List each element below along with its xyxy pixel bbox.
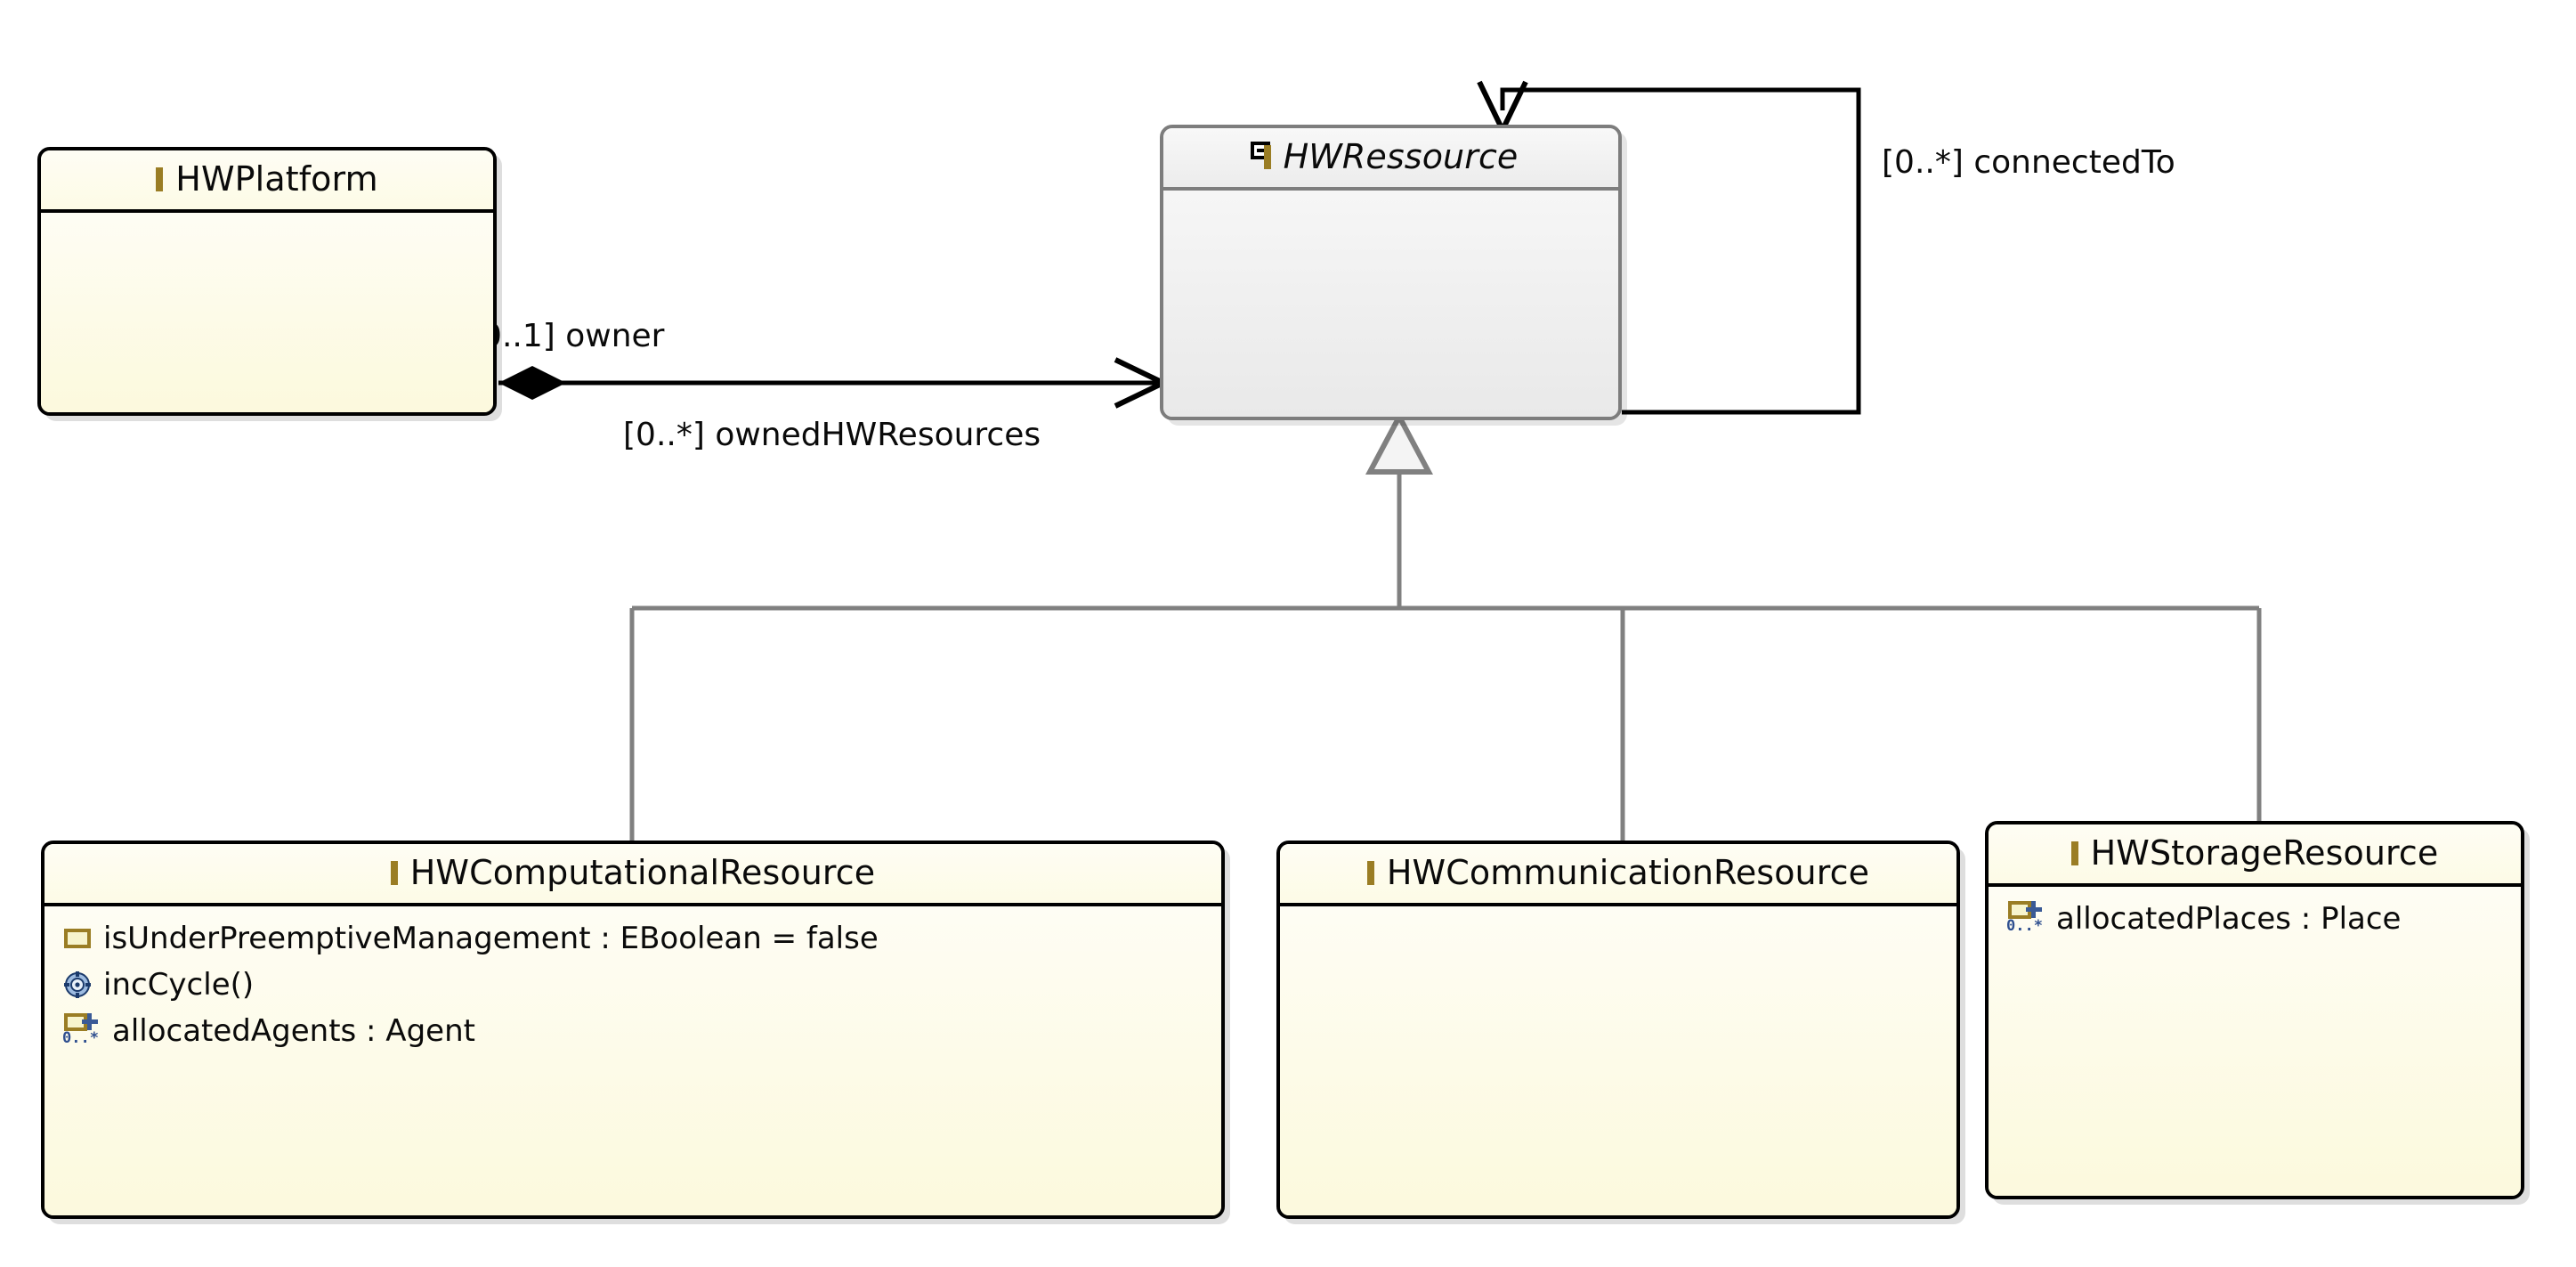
feature-row-reference[interactable]: 0..* allocatedPlaces : Place (1989, 896, 2521, 942)
reference-icon: 0..* (2006, 899, 2044, 938)
feature-row-reference[interactable]: 0..* allocatedAgents : Agent (45, 1008, 1221, 1054)
feature-label-inccycle: incCycle() (103, 967, 255, 1003)
class-title-hwcommunicationresource: HWCommunicationResource (1386, 853, 1870, 892)
attribute-icon (64, 929, 91, 948)
class-title-hwstorageresource: HWStorageResource (2090, 833, 2439, 873)
feature-row-operation[interactable]: incCycle() (45, 962, 1221, 1008)
class-body-hwplatform (41, 213, 493, 412)
edge-label-owner: [0..1] owner (469, 318, 665, 354)
feature-label-allocatedplaces: allocatedPlaces : Place (2056, 901, 2402, 937)
class-body-hwcomputationalresource: isUnderPreemptiveManagement : EBoolean =… (45, 906, 1221, 1215)
class-body-hwcommunicationresource (1280, 906, 1956, 1215)
class-node-hwressource[interactable]: HWRessource (1160, 125, 1622, 420)
class-node-hwcomputationalresource[interactable]: HWComputationalResource isUnderPreemptiv… (41, 841, 1225, 1219)
class-header-hwressource: HWRessource (1163, 128, 1618, 191)
class-header-hwplatform: HWPlatform (41, 150, 493, 213)
class-header-hwcomputationalresource: HWComputationalResource (45, 844, 1221, 906)
composition-edge-owner (498, 357, 1170, 409)
reference-multiplicity: 0..* (2006, 917, 2043, 935)
eclass-icon (2070, 841, 2078, 865)
eclass-icon (156, 166, 164, 191)
class-title-hwressource: HWRessource (1283, 137, 1519, 176)
class-body-hwstorageresource: 0..* allocatedPlaces : Place (1989, 887, 2521, 1196)
class-title-hwplatform: HWPlatform (175, 159, 378, 199)
class-title-hwcomputationalresource: HWComputationalResource (409, 853, 876, 892)
eclass-icon (1366, 860, 1374, 885)
class-header-hwstorageresource: HWStorageResource (1989, 824, 2521, 887)
reference-multiplicity: 0..* (62, 1029, 99, 1047)
class-body-hwressource (1163, 191, 1618, 417)
eclass-abstract-icon (1250, 141, 1271, 169)
feature-label-allocatedagents: allocatedAgents : Agent (112, 1013, 475, 1049)
edge-label-owned-hw-resources: [0..*] ownedHWResources (623, 417, 1041, 453)
feature-label-isunderpreemptivemanagement: isUnderPreemptiveManagement : EBoolean =… (103, 921, 879, 956)
generalization-tree (629, 410, 2262, 841)
class-node-hwstorageresource[interactable]: HWStorageResource 0..* allocatedPlaces :… (1985, 821, 2524, 1199)
operation-icon (64, 971, 91, 998)
edge-label-connected-to: [0..*] connectedTo (1882, 144, 2175, 181)
eclass-icon (390, 860, 398, 885)
feature-row-attribute[interactable]: isUnderPreemptiveManagement : EBoolean =… (45, 915, 1221, 962)
class-node-hwplatform[interactable]: HWPlatform (37, 147, 497, 416)
reference-icon: 0..* (62, 1011, 100, 1051)
class-header-hwcommunicationresource: HWCommunicationResource (1280, 844, 1956, 906)
class-node-hwcommunicationresource[interactable]: HWCommunicationResource (1276, 841, 1960, 1219)
